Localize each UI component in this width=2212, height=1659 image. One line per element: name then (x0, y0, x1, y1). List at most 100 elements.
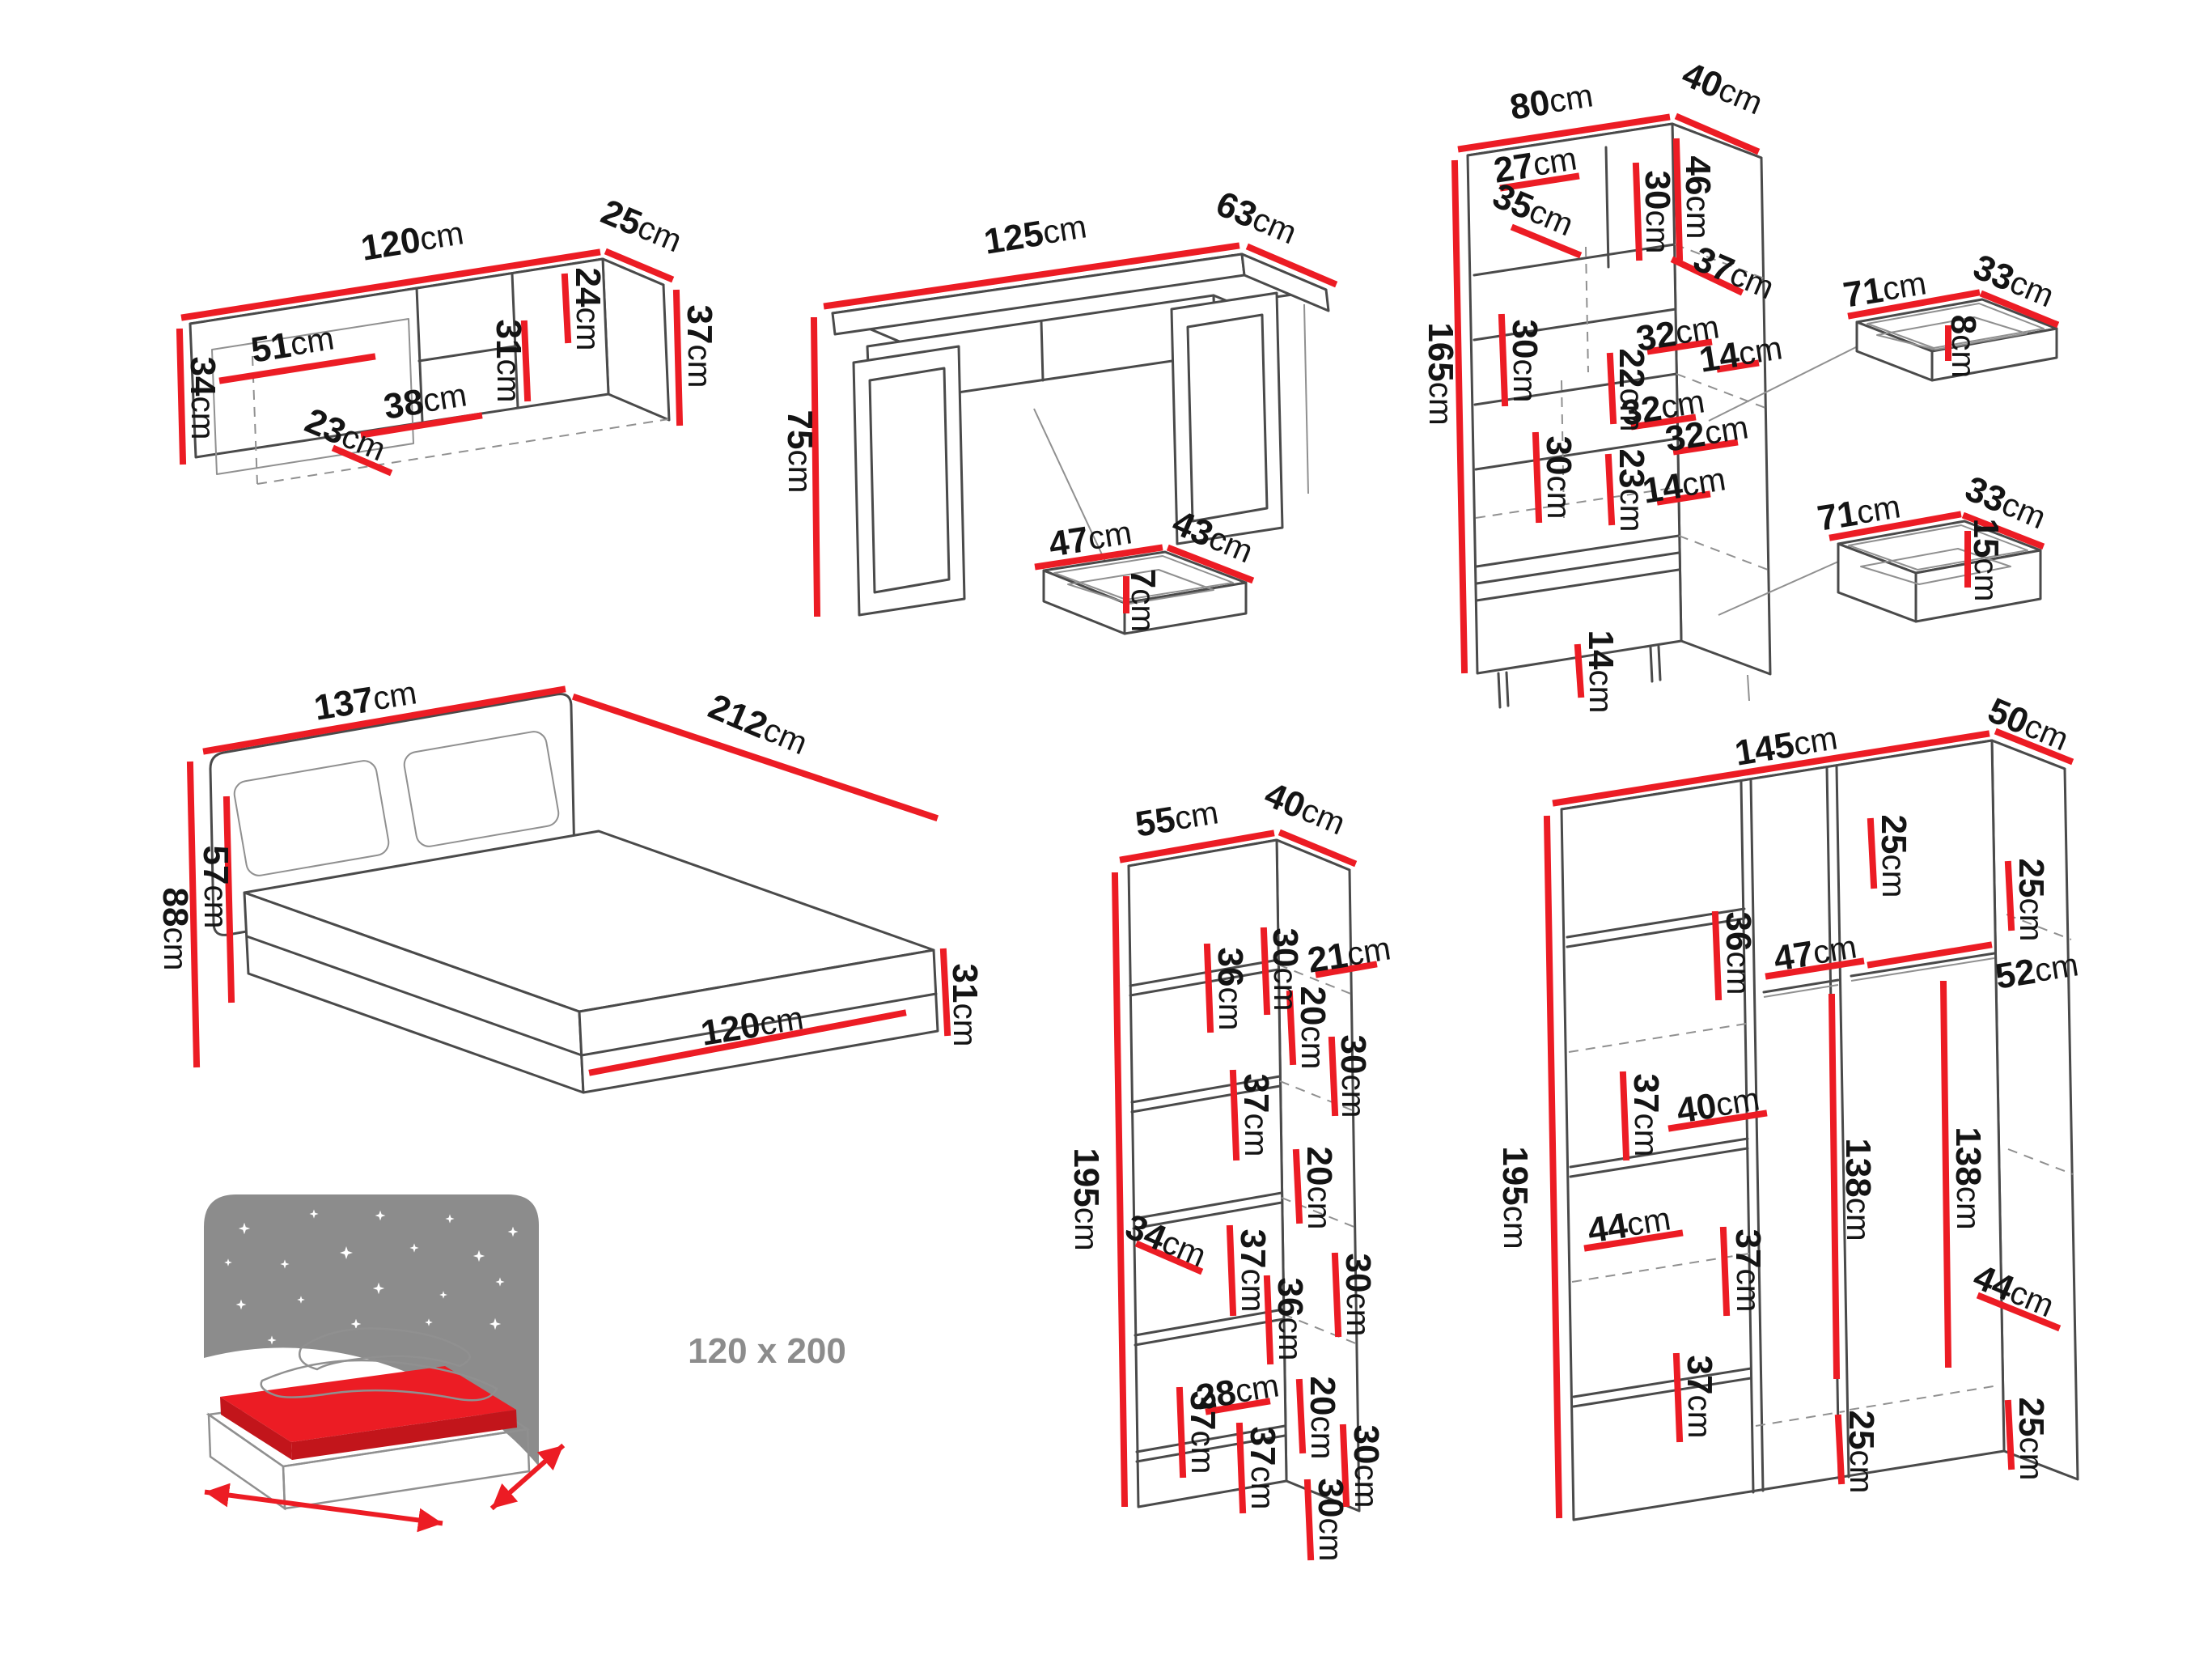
dim-line-195 (1543, 815, 1563, 1519)
dim-line-33 (1961, 511, 2045, 550)
dimension-label-14: 14cm (1640, 459, 1728, 511)
dim-line-212 (571, 693, 939, 822)
wardrobe-drawing (1543, 728, 2079, 1521)
blanket (260, 1359, 498, 1402)
dimension-label-25: 25cm (1874, 815, 1913, 898)
dim-line-55 (1119, 830, 1275, 863)
dim-line-57 (222, 796, 235, 1003)
dim-line-25 (604, 248, 675, 283)
dimension-label-125: 125cm (981, 206, 1089, 261)
dimension-label-30: 30cm (1338, 1254, 1378, 1337)
dimension-label-75: 75cm (780, 410, 820, 494)
dimension-label-25: 25cm (2011, 859, 2051, 942)
width-arrow-icon (204, 1483, 443, 1533)
dim-line-63 (1245, 243, 1338, 288)
dimension-label-27: 27cm (1491, 138, 1579, 190)
dim-line-37 (672, 289, 684, 426)
dim-line-75 (810, 316, 821, 617)
dimension-label-7: 7cm (1123, 569, 1163, 632)
dim-line-14b (1656, 490, 1711, 506)
dimension-label-24: 24cm (568, 268, 608, 351)
desk-left-leg (852, 345, 966, 617)
dim-line-14c (1574, 643, 1585, 698)
dimension-label-30: 30cm (1333, 1035, 1373, 1118)
dimension-label-63: 63cm (1210, 184, 1303, 252)
dimension-label-71: 71cm (1815, 486, 1903, 538)
dim-line-40 (1278, 829, 1358, 868)
dim-line-88 (186, 761, 201, 1068)
dimension-label-14: 14cm (1581, 630, 1621, 714)
wall-shelf-drawing (176, 248, 684, 485)
dimension-label-195: 195cm (1066, 1148, 1106, 1250)
dimension-label-25: 25cm (1841, 1411, 1881, 1494)
dimension-label-30: 30cm (1539, 436, 1578, 520)
dim-line-137 (202, 685, 566, 755)
dim-line-31 (939, 948, 951, 1037)
dimension-label-37: 37cm (1626, 1074, 1666, 1157)
dimension-label-36: 36cm (1210, 948, 1250, 1031)
dim-line-46 (1672, 138, 1684, 261)
dimension-label-44: 44cm (1585, 1199, 1673, 1250)
dimension-label-30: 30cm (1346, 1425, 1386, 1508)
dim-line-30c (1532, 431, 1543, 524)
dimension-label-37: 37cm (1728, 1229, 1768, 1313)
dimension-label-37: 37cm (680, 305, 719, 388)
dimension-label-212: 212cm (703, 686, 813, 763)
dimension-label-36: 36cm (1718, 912, 1758, 995)
bed-icon (204, 1194, 566, 1533)
drawer-shallow-drawing (1847, 289, 2060, 382)
dimension-label-23: 23cm (1612, 449, 1651, 532)
dimension-label-51: 51cm (248, 318, 337, 370)
dimension-label-40: 40cm (1674, 1079, 1762, 1131)
dim-line-24 (561, 273, 572, 344)
dimension-label-36: 36cm (1270, 1278, 1310, 1361)
dim-line-145 (1552, 730, 1990, 807)
dimension-label-31: 31cm (945, 964, 985, 1047)
dim-line-71 (1829, 511, 1962, 541)
dimension-label-34: 34cm (183, 357, 222, 440)
dimension-label-47: 47cm (1046, 512, 1134, 564)
dimension-label-14: 14cm (1697, 328, 1785, 380)
dimension-label-28: 28cm (1193, 1365, 1282, 1417)
dimension-label-38: 38cm (381, 375, 469, 426)
dimension-label-138: 138cm (1948, 1127, 1988, 1229)
dimension-label-30: 30cm (1311, 1479, 1350, 1562)
dimension-label-22: 22cm (1612, 349, 1651, 432)
dimension-label-30: 30cm (1265, 928, 1305, 1012)
dimension-label-37: 37cm (1243, 1427, 1282, 1510)
dimension-label-37: 37cm (1680, 1356, 1719, 1439)
dimension-label-137: 137cm (311, 673, 419, 728)
dim-line-23 (1604, 453, 1616, 526)
dim-line-37 (1670, 256, 1744, 296)
dim-line-47 (1034, 544, 1163, 571)
dimension-label-138: 138cm (1838, 1138, 1878, 1241)
bookcase-drawing (1111, 829, 1378, 1561)
dimension-label-15: 15cm (1966, 519, 2006, 602)
drawer-deep-drawing (1829, 511, 2045, 623)
dimension-label-32: 32cm (1634, 307, 1722, 359)
desk-drawing (810, 242, 1338, 635)
dimension-label-37: 37cm (1183, 1391, 1223, 1474)
dim-line-34 (176, 328, 187, 465)
dimension-label-8: 8cm (1943, 315, 1983, 378)
dim-line-35 (1510, 223, 1583, 259)
dim-line-165 (1451, 159, 1468, 674)
dimension-label-40: 40cm (1676, 54, 1769, 123)
dimension-label-80: 80cm (1507, 75, 1595, 127)
dim-line-120 (180, 248, 601, 321)
dim-line-32a (1646, 338, 1713, 355)
length-arrow-icon (489, 1443, 566, 1511)
dim-line-22 (1606, 352, 1617, 425)
dim-line-80 (1457, 113, 1671, 153)
dim-line-32c (1672, 439, 1739, 456)
dimension-label-46: 46cm (1678, 156, 1718, 240)
dim-line-51 (218, 353, 376, 384)
dimension-label-47: 47cm (1771, 927, 1859, 978)
pillow (299, 1327, 471, 1371)
dim-line-195 (1111, 872, 1129, 1508)
dim-line-30b (1498, 313, 1509, 407)
